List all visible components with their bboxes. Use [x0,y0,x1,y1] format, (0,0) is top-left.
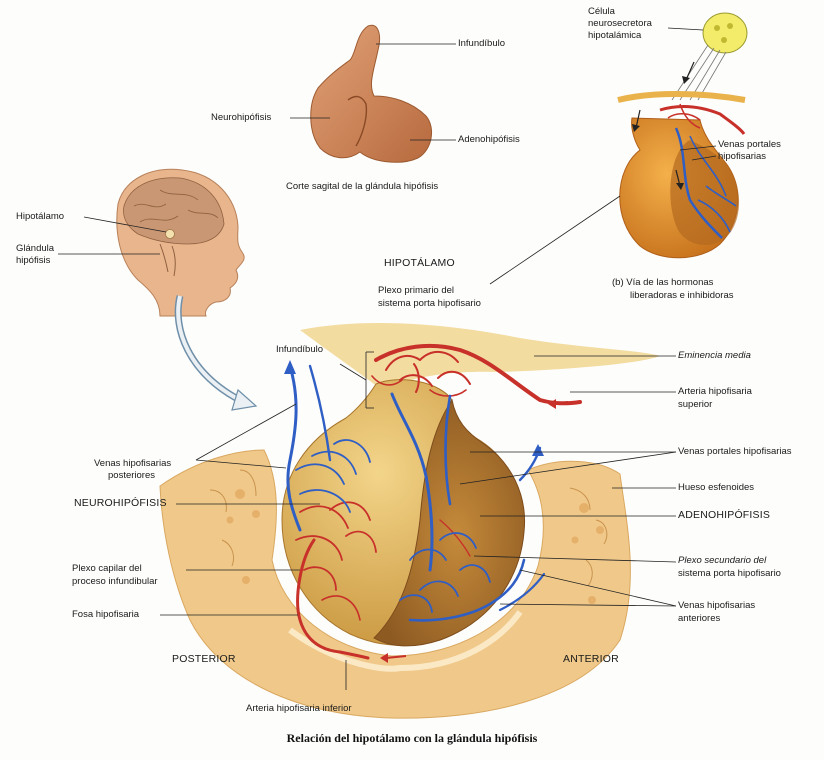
label-corte-sagital: Corte sagital de la glándula hipófisis [286,181,439,192]
label-celula-1: Célula [588,6,615,17]
small-gland-b [617,12,748,259]
label-hipotalamo-caps: HIPOTÁLAMO [384,257,455,269]
label-neurohipofisis-top: Neurohipófisis [211,112,272,123]
label-plexo-capilar-2: proceso infundibular [72,576,158,587]
label-plexo-primario-1: Plexo primario del [378,285,455,296]
label-via-2: liberadoras e inhibidoras [630,290,734,301]
label-celula-3: hipotalámica [588,30,642,41]
label-hipotalamo-head: Hipotálamo [16,211,65,222]
sagittal-section [310,24,433,163]
label-neurohipofisis-caps: NEUROHIPÓFISIS [74,497,167,509]
label-adenohipofisis-caps: ADENOHIPÓFISIS [678,509,771,521]
figure-caption: Relación del hipotálamo con la glándula … [286,731,538,745]
label-venas-portales-main: Venas portales hipofisarias [678,446,792,457]
label-venas-portales-b-1: Venas portales [718,139,781,150]
label-plexo-sec-1: Plexo secundario del [678,555,767,566]
sphenoid-bone [159,449,631,719]
label-celula-2: neurosecretora [588,18,652,29]
label-infundibulo-main: Infundíbulo [276,344,324,355]
veins [286,364,546,622]
label-via-1: (b) Vía de las hormonas [612,277,714,288]
label-arteria-sup-2: superior [678,399,713,410]
label-adenohipofisis-top: Adenohipófisis [458,134,520,145]
label-glandula-2: hipófisis [16,255,51,266]
label-glandula-1: Glándula [16,243,55,254]
leader-lines [58,27,717,690]
label-venas-ant-1: Venas hipofisarias [678,600,756,611]
pituitary-gland [281,379,526,647]
label-eminencia: Eminencia media [678,350,751,361]
label-plexo-sec-2: sistema porta hipofisario [678,568,781,579]
label-plexo-capilar-1: Plexo capilar del [72,563,142,574]
label-venas-post-2: posteriores [108,470,155,481]
label-posterior: POSTERIOR [172,653,236,665]
label-fosa: Fosa hipofisaria [72,609,140,620]
label-anterior: ANTERIOR [563,653,619,665]
label-venas-ant-2: anteriores [678,613,721,624]
label-arteria-sup-1: Arteria hipofisaria [678,386,752,397]
label-venas-portales-b-2: hipofisarias [718,151,767,162]
label-plexo-primario-2: sistema porta hipofisario [378,298,481,309]
label-venas-post-1: Venas hipofisarias [94,458,172,469]
head-illustration [116,168,245,317]
label-arteria-inf: Arteria hipofisaria inferior [246,703,352,714]
label-hueso: Hueso esfenoides [678,482,755,493]
label-infundibulo-top: Infundíbulo [458,38,506,49]
